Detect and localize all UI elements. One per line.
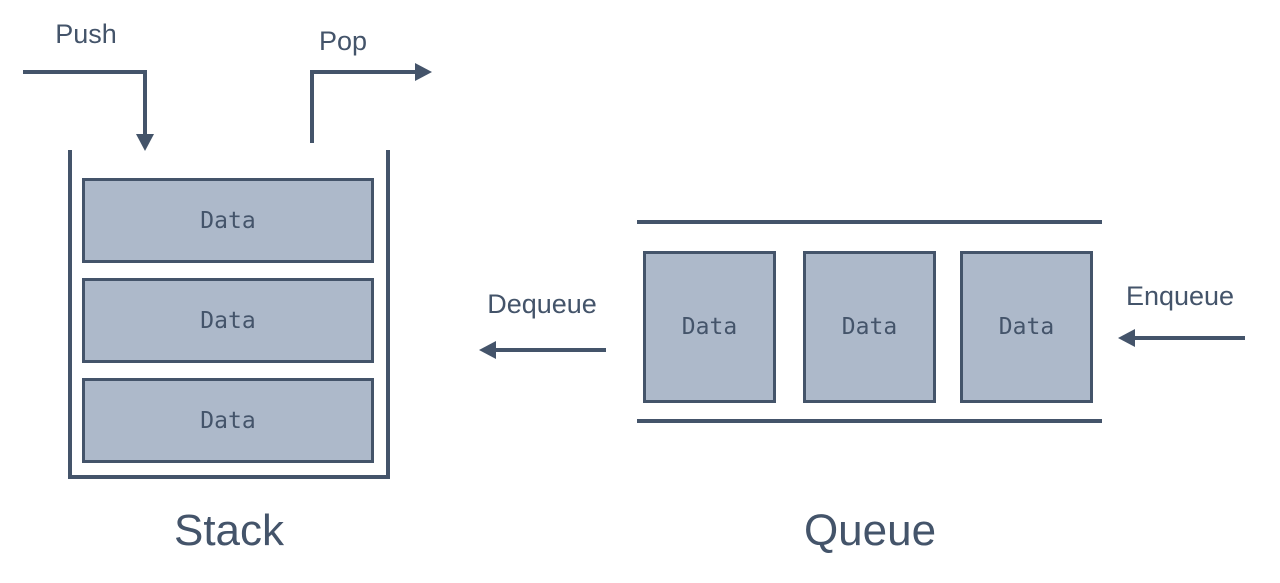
push-arrow-icon [23,70,154,151]
dequeue-arrow-icon [479,341,606,359]
push-label: Push [55,19,117,49]
dequeue-label: Dequeue [487,289,597,319]
queue-item-label: Data [681,314,738,340]
queue-item: Data [960,251,1093,403]
queue-title: Queue [803,506,937,555]
stack-title: Stack [173,506,285,555]
stack-container [68,150,390,479]
enqueue-label: Enqueue [1125,281,1235,311]
queue-item: Data [643,251,776,403]
stack-item-label: Data [200,407,256,434]
queue-item-label: Data [841,314,898,340]
stack-item: Data [82,278,374,363]
pop-arrow-icon [310,63,432,143]
stack-item: Data [82,378,374,463]
stack-item: Data [82,178,374,263]
stack-item-label: Data [200,307,256,334]
queue-item-label: Data [998,314,1055,340]
queue-item: Data [803,251,936,403]
pop-label: Pop [318,26,368,56]
stack-item-label: Data [200,207,256,234]
enqueue-arrow-icon [1118,329,1245,347]
